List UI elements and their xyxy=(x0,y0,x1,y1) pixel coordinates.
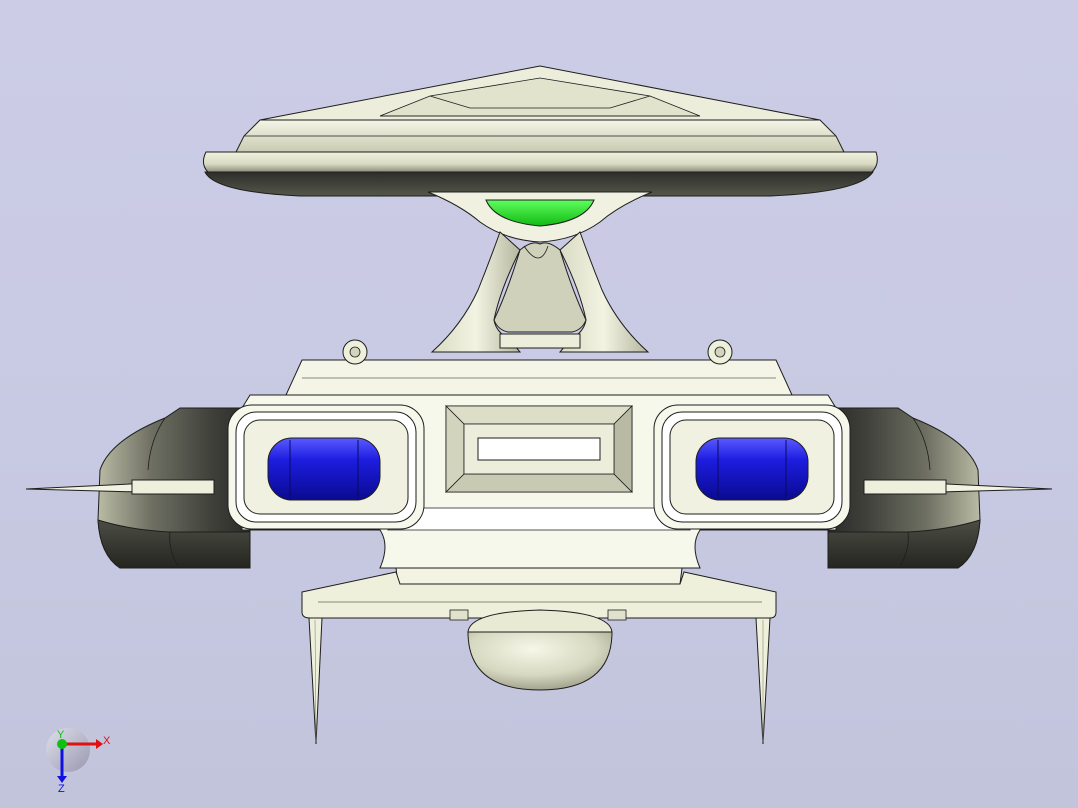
left-blue-window xyxy=(267,437,381,501)
left-pod[interactable] xyxy=(25,407,251,569)
center-panel[interactable] xyxy=(445,405,633,493)
x-axis-label: X xyxy=(103,735,111,747)
dome-mount[interactable] xyxy=(427,191,653,243)
center-slot xyxy=(477,437,601,461)
sensor-sphere[interactable] xyxy=(467,609,613,691)
green-indicator-light xyxy=(485,199,595,227)
support-stems xyxy=(430,231,650,353)
right-blue-window xyxy=(695,437,809,501)
antenna-dish[interactable] xyxy=(202,65,878,197)
lower-chassis[interactable] xyxy=(301,567,777,621)
y-axis-label: Y xyxy=(57,729,65,741)
triad-background xyxy=(46,728,90,772)
dish-rim xyxy=(202,151,878,173)
orientation-triad[interactable]: X Y Z xyxy=(46,728,111,795)
y-axis-dot xyxy=(57,739,67,749)
right-pod[interactable] xyxy=(827,407,1053,569)
left-spike xyxy=(308,617,323,745)
dish-underside xyxy=(204,171,874,197)
left-window-frame[interactable] xyxy=(227,404,425,530)
z-axis-label: Z xyxy=(58,783,65,795)
right-window-frame[interactable] xyxy=(653,404,851,530)
right-spike xyxy=(755,617,771,745)
